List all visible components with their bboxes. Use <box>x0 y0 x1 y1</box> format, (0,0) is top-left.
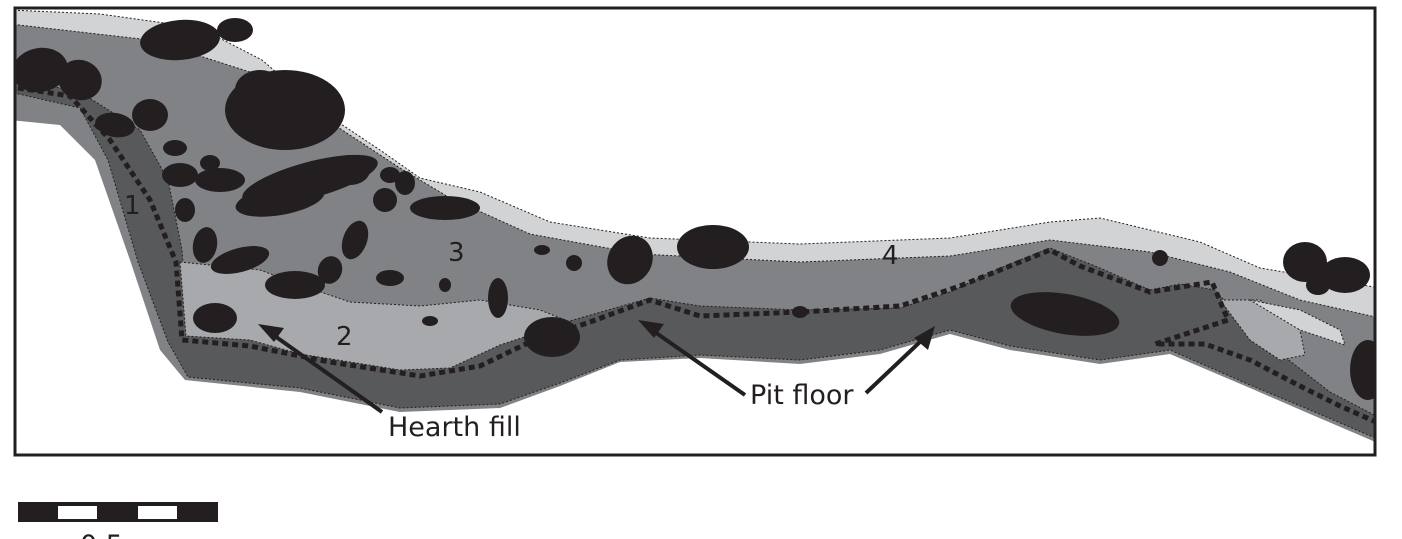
stone <box>488 278 508 318</box>
stone <box>210 246 270 274</box>
hearth-fill-label: Hearth fill <box>388 412 521 443</box>
stone <box>200 155 220 171</box>
stone <box>566 255 582 271</box>
stone <box>341 220 369 260</box>
layer-label-1: 1 <box>124 191 141 221</box>
stone <box>265 271 325 299</box>
stone <box>193 303 237 333</box>
white-ground-left <box>16 120 1374 454</box>
layer-label-3: 3 <box>448 238 465 268</box>
stone <box>607 235 653 285</box>
layer-label-2: 2 <box>336 322 353 352</box>
pit-floor-label: Pit floor <box>750 380 854 411</box>
stone <box>1350 340 1374 400</box>
stone <box>175 198 195 222</box>
stone <box>16 47 68 93</box>
stone <box>162 163 198 187</box>
pit-floor-arrow-right <box>864 326 935 395</box>
stone <box>217 18 253 42</box>
stone <box>380 167 400 183</box>
stone <box>1283 242 1327 282</box>
hearth-fill-arrow <box>258 324 384 414</box>
stone <box>422 316 438 326</box>
pit-floor-line <box>17 85 1374 424</box>
layer-4-patch-right <box>1249 299 1346 346</box>
pit-floor-arrow-left <box>638 320 747 397</box>
stone <box>524 317 580 357</box>
stone <box>1010 292 1120 336</box>
stone <box>1306 275 1330 295</box>
stone <box>192 227 218 263</box>
scale-bar-label: 0.5 <box>80 530 123 539</box>
drawing-frame <box>13 6 1377 457</box>
stone <box>235 183 325 217</box>
stone <box>195 168 245 192</box>
stone <box>163 140 187 156</box>
scale-bar <box>18 502 218 522</box>
stone <box>58 59 102 101</box>
stone <box>395 171 415 195</box>
stone <box>140 19 220 61</box>
stone <box>376 270 404 286</box>
stone <box>373 188 397 212</box>
stone <box>439 278 451 292</box>
stone <box>330 155 370 185</box>
stone <box>1152 250 1168 266</box>
stone <box>132 99 168 131</box>
layer-label-4: 4 <box>882 241 899 271</box>
stone <box>534 245 550 255</box>
stone <box>677 225 749 269</box>
stone <box>317 256 343 284</box>
stone <box>792 306 808 318</box>
stone <box>410 196 480 220</box>
layer-2-patch-right <box>1219 299 1306 361</box>
stone <box>1320 257 1370 293</box>
stone <box>235 70 285 110</box>
stones <box>16 18 1374 400</box>
